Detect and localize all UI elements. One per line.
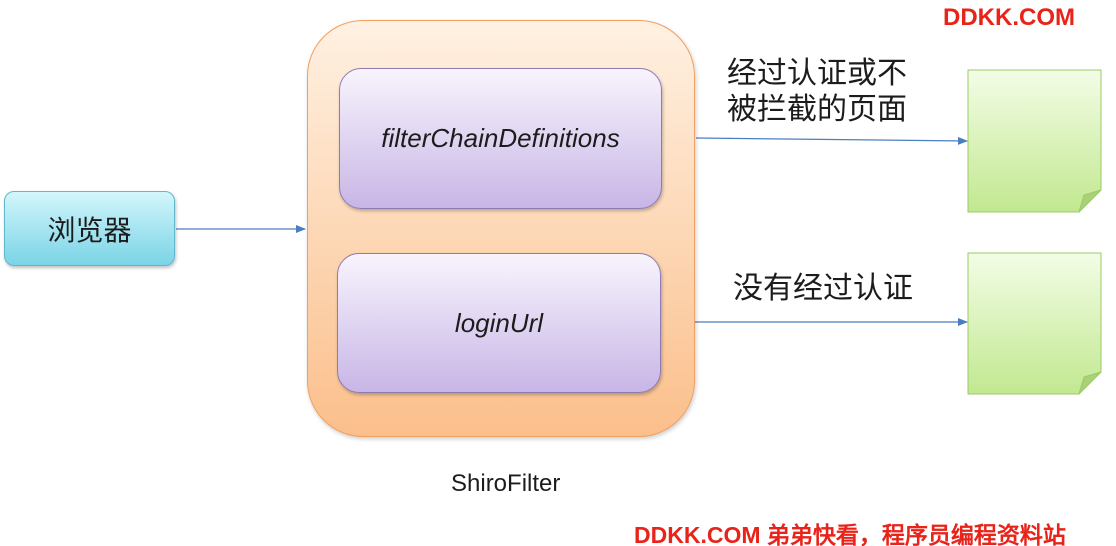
authenticated-label: 经过认证或不 被拦截的页面: [727, 56, 907, 128]
arrow-filter-to-page: [695, 136, 968, 145]
unauthenticated-label: 没有经过认证: [733, 272, 913, 305]
watermark-bottom: DDKK.COM 弟弟快看，程序员编程资料站: [634, 522, 1066, 546]
login-url-label: loginUrl: [454, 307, 544, 338]
page-document-authenticated: [967, 69, 1102, 213]
browser-node: 浏览器: [4, 191, 175, 266]
shiro-filter-label: ShiroFilter: [451, 470, 561, 497]
watermark-top: DDKK.COM: [943, 4, 1075, 31]
authenticated-label-line2: 被拦截的页面: [727, 93, 907, 126]
authenticated-label-line1: 经过认证或不: [727, 57, 907, 90]
login-url-node: loginUrl: [337, 253, 661, 393]
filter-chain-label: filterChainDefinitions: [381, 123, 620, 153]
page-document-login: [967, 252, 1102, 395]
filter-chain-definitions-node: filterChainDefinitions: [339, 68, 662, 209]
browser-label: 浏览器: [47, 214, 132, 246]
